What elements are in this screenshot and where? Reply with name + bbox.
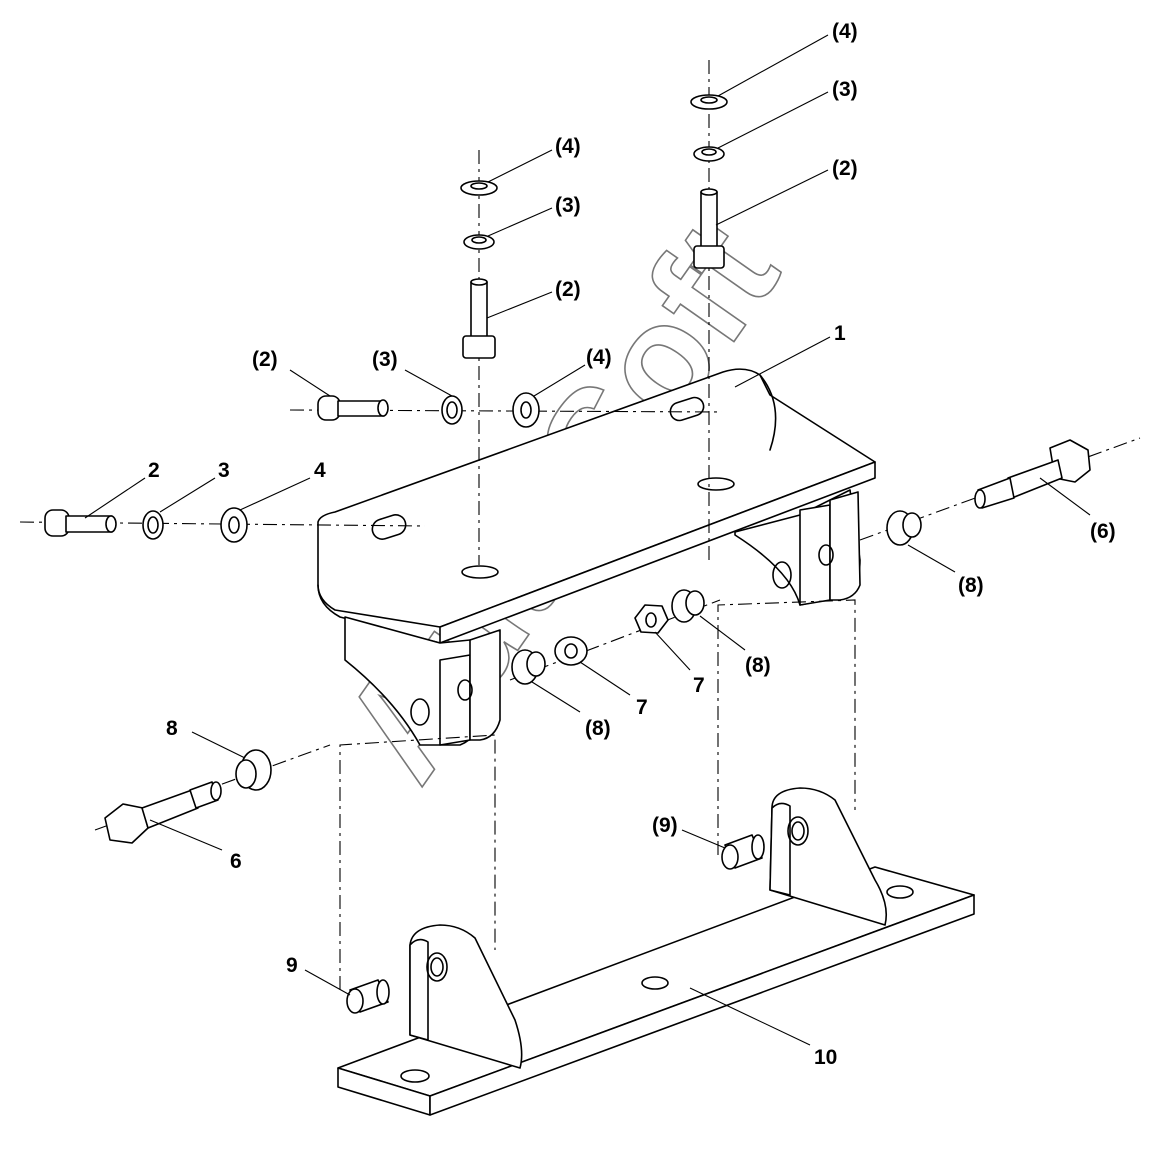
- label-10: 10: [814, 1046, 837, 1069]
- label-8-left: 8: [166, 717, 178, 740]
- label-2-top-right: (2): [832, 157, 858, 180]
- lock-washer-3-left: [142, 510, 164, 540]
- lock-washer-3-side-upper: [441, 395, 463, 425]
- top-bracket-1: [317, 368, 876, 746]
- bushing-8-left: [235, 749, 272, 791]
- label-4-top-center: (4): [555, 135, 581, 158]
- label-8-center: (8): [585, 717, 611, 740]
- bushing-8-center: [511, 649, 546, 685]
- label-3-top-center: (3): [555, 194, 581, 217]
- washer-4-top-right: [690, 94, 728, 110]
- base-front-bracket: [409, 924, 523, 1069]
- label-4-side: (4): [586, 346, 612, 369]
- label-4-left: 4: [314, 459, 326, 482]
- label-7-center: 7: [636, 696, 648, 719]
- bushing-9-left: [346, 979, 390, 1014]
- lock-washer-3-top-center: [463, 234, 495, 250]
- bolt-2-left: [44, 509, 117, 537]
- washer-4-top-center: [460, 180, 498, 196]
- label-2-top-center: (2): [555, 278, 581, 301]
- bolt-2-top-center: [462, 278, 496, 359]
- label-9-left: 9: [286, 954, 298, 977]
- leader-lines: [84, 34, 1091, 1046]
- bushing-9-right: [721, 834, 765, 870]
- part-labels: (4) (3) (2) (4) (3) (2) 1 (2) (3) (4) 2 …: [148, 20, 1116, 1069]
- nut-7-center-right: [634, 604, 669, 634]
- bolt-6-left: [104, 781, 222, 844]
- washer-4-side-upper: [512, 392, 540, 428]
- label-3-left: 3: [218, 459, 230, 482]
- label-3-side: (3): [372, 348, 398, 371]
- label-2-left: 2: [148, 459, 160, 482]
- bolt-6-right: [974, 439, 1091, 509]
- label-4-top-right: (4): [832, 20, 858, 43]
- bolt-2-side-upper: [317, 395, 389, 421]
- base-rear-bracket: [769, 787, 888, 926]
- bolt-2-top-right: [693, 188, 725, 269]
- nut-7-center: [554, 636, 588, 666]
- label-2-side: (2): [252, 348, 278, 371]
- label-8-right: (8): [958, 574, 984, 597]
- label-7-center-right: 7: [693, 674, 705, 697]
- label-1: 1: [834, 322, 846, 345]
- washer-4-left: [220, 507, 248, 543]
- label-8-center-right: (8): [745, 654, 771, 677]
- label-6-right: (6): [1090, 520, 1116, 543]
- bushing-8-right: [886, 510, 922, 546]
- lock-washer-3-top-right: [693, 146, 725, 162]
- label-3-top-right: (3): [832, 78, 858, 101]
- bushing-8-center-right: [671, 589, 705, 623]
- label-9-right: (9): [652, 814, 678, 837]
- label-6-left: 6: [230, 850, 242, 873]
